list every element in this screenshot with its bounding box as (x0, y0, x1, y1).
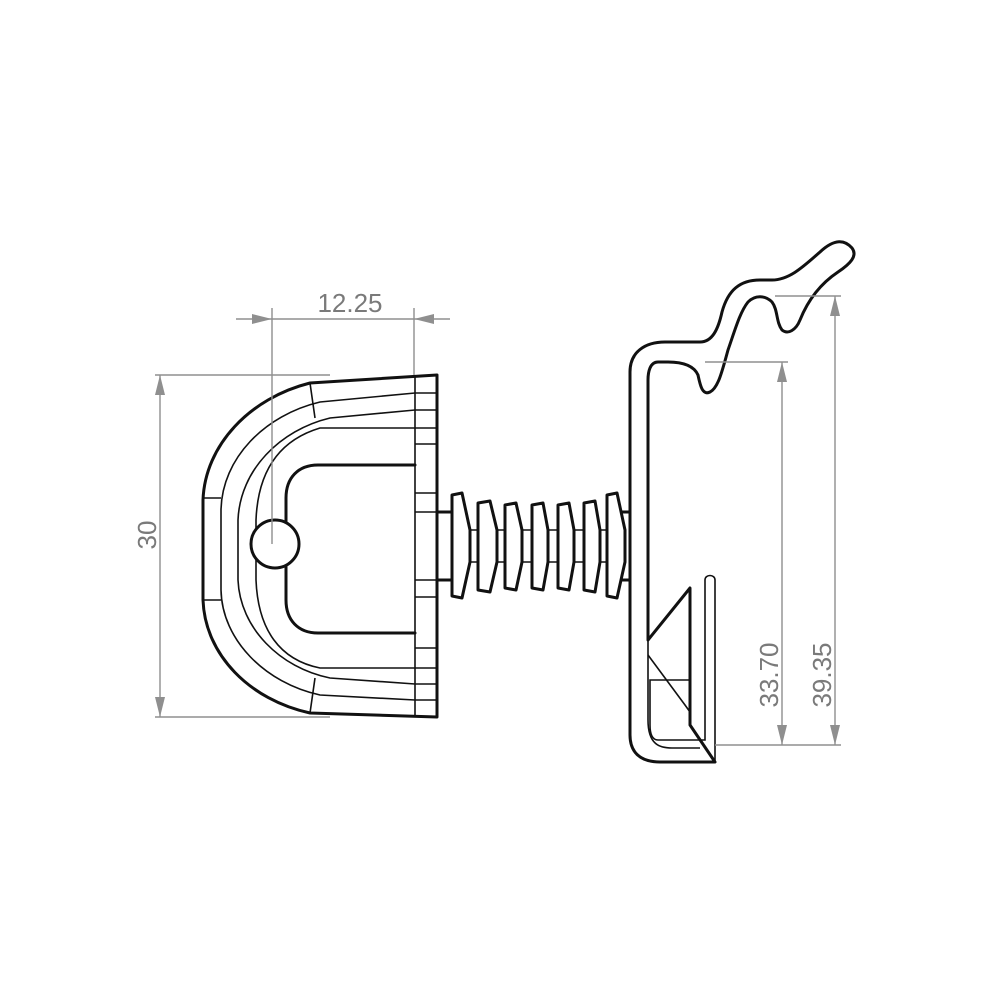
dimension-height-outer: 39.35 (775, 295, 841, 746)
dimension-width-top: 12.25 (236, 288, 450, 544)
wire-clip (628, 240, 856, 764)
dimension-height-left: 30 (132, 374, 330, 718)
dimension-label-39-35: 39.35 (807, 642, 837, 707)
dimension-height-inner: 33.70 (705, 361, 788, 746)
ribbed-stem (435, 491, 632, 600)
dimension-label-30: 30 (132, 521, 162, 550)
dimension-label-12-25: 12.25 (317, 288, 382, 318)
insulator-head (201, 373, 439, 719)
dimension-label-33-70: 33.70 (754, 642, 784, 707)
pin-circle (249, 518, 301, 570)
